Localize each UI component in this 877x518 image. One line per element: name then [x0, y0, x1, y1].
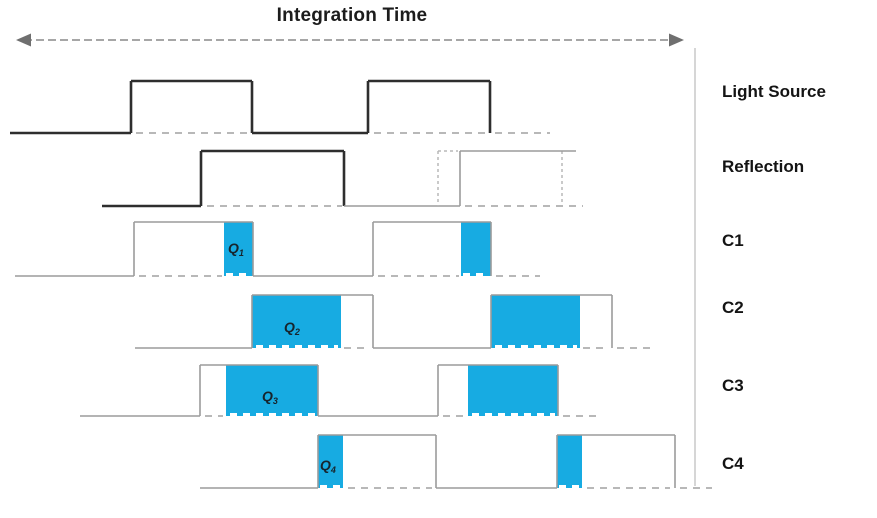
q1-fill [224, 222, 253, 276]
arrow-head-left-icon [16, 33, 31, 47]
q1-fill-2 [461, 222, 491, 276]
arrow-head-right-icon [669, 33, 684, 47]
row-label-c1: C1 [722, 231, 744, 250]
q2-fill-2 [491, 295, 580, 348]
row-label-c2: C2 [722, 298, 744, 317]
q2-fill [252, 295, 341, 348]
row-label-c4: C4 [722, 454, 744, 473]
row-label-c3: C3 [722, 376, 744, 395]
q3-fill [226, 365, 318, 416]
q4-fill [318, 435, 343, 488]
row-label-reflection: Reflection [722, 157, 805, 176]
row-label-light-source: Light Source [722, 82, 826, 101]
integration-time-title: Integration Time [276, 5, 428, 26]
q4-fill-2 [557, 435, 582, 488]
q3-fill-2 [468, 365, 558, 416]
